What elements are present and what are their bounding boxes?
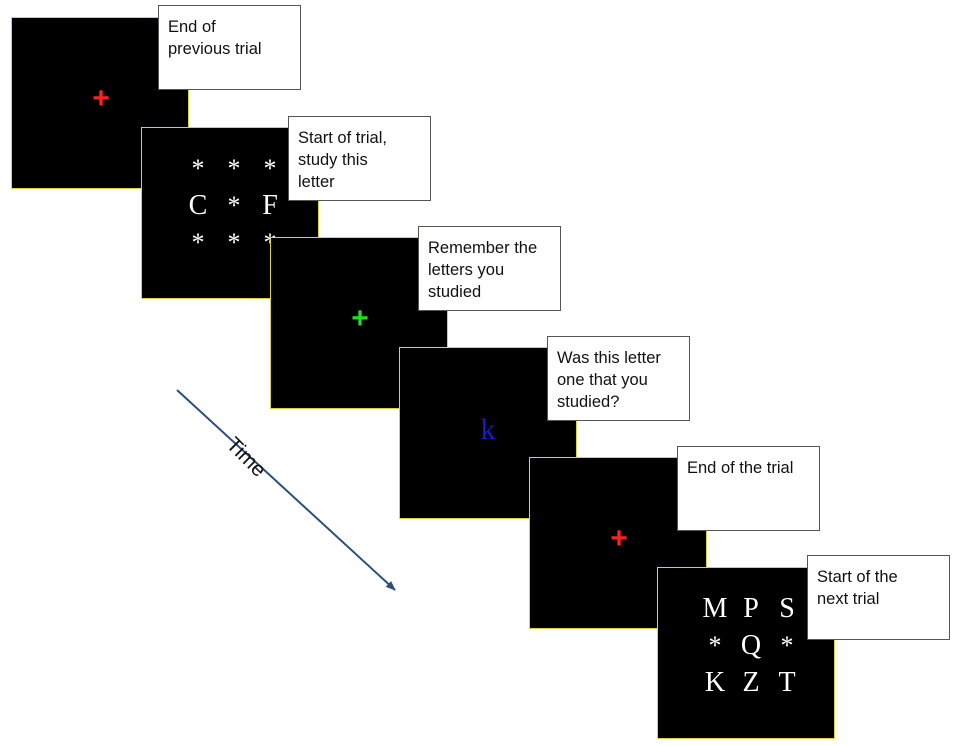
grid-cell: * xyxy=(263,153,277,183)
label-line: Start of the xyxy=(817,568,898,586)
grid-cell: * xyxy=(780,630,794,660)
label-line: previous trial xyxy=(168,40,262,58)
letter-grid: * * * C * F * * * xyxy=(180,150,288,261)
probe-letter: k xyxy=(480,413,496,446)
grid-cell: * xyxy=(191,153,205,183)
grid-cell: F xyxy=(262,189,278,221)
grid-cell: Q xyxy=(740,629,762,661)
label-end-of-previous-trial: End of previous trial xyxy=(158,5,301,90)
grid-cell: T xyxy=(778,666,796,698)
label-line: studied? xyxy=(557,393,620,411)
grid-cell: K xyxy=(704,666,726,698)
grid-cell: P xyxy=(743,592,759,624)
label-was-this-letter-studied: Was this letter one that you studied? xyxy=(547,336,690,421)
grid-cell: Z xyxy=(742,666,760,698)
fixation-cross: + xyxy=(610,522,628,555)
label-line: letters you xyxy=(428,261,505,279)
label-line: studied xyxy=(428,283,482,301)
label-start-of-next-trial: Start of the next trial xyxy=(807,555,950,640)
label-line: one that you xyxy=(557,371,648,389)
label-line: End of the trial xyxy=(687,459,794,477)
label-start-of-trial: Start of trial, study this letter xyxy=(288,116,431,201)
grid-cell: M xyxy=(702,592,728,624)
label-line: next trial xyxy=(817,590,880,608)
label-line: letter xyxy=(298,173,335,191)
time-arrow-line xyxy=(176,389,396,591)
grid-cell: * xyxy=(227,190,241,220)
grid-cell: S xyxy=(779,592,795,624)
label-end-of-the-trial: End of the trial xyxy=(677,446,820,531)
grid-cell: * xyxy=(191,227,205,257)
label-line: Was this letter xyxy=(557,349,661,367)
fixation-cross: + xyxy=(92,82,110,115)
label-line: Remember the xyxy=(428,239,538,257)
label-remember-letters: Remember the letters you studied xyxy=(418,226,561,311)
label-line: End of xyxy=(168,18,216,36)
screen-next-trial: M P S * Q * K Z T xyxy=(657,567,835,739)
grid-cell: * xyxy=(227,153,241,183)
grid-cell: * xyxy=(227,227,241,257)
label-line: study this xyxy=(298,151,368,169)
fixation-cross: + xyxy=(351,302,369,335)
grid-cell: C xyxy=(188,189,208,221)
label-line: Start of trial, xyxy=(298,129,387,147)
grid-cell: * xyxy=(708,630,722,660)
letter-grid: M P S * Q * K Z T xyxy=(697,590,805,701)
